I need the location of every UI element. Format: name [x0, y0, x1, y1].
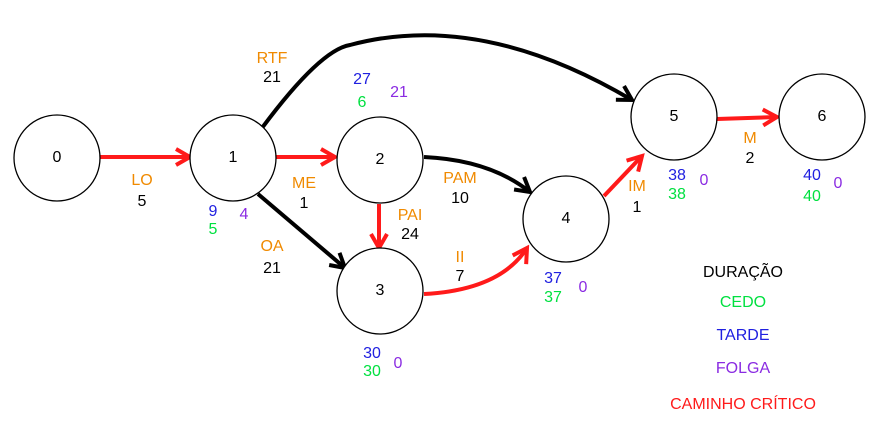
early-time: 5 [209, 221, 218, 238]
edge-ii [423, 244, 530, 296]
nodes: 0 1 2 3 4 5 6 [13, 73, 866, 335]
early-time: 6 [358, 94, 367, 111]
early-time: 38 [668, 186, 686, 203]
edge-pam [423, 155, 534, 195]
activity-duration: 7 [456, 268, 465, 285]
early-time: 40 [803, 188, 821, 205]
slack-time: 21 [390, 84, 408, 101]
late-time: 30 [363, 345, 381, 362]
legend-critical-path: CAMINHO CRÍTICO [670, 394, 816, 413]
late-time: 37 [544, 270, 562, 287]
legend-late: TARDE [716, 327, 769, 344]
slack-time: 0 [579, 279, 588, 296]
activity-duration: 2 [746, 150, 755, 167]
legend-early: CEDO [720, 294, 766, 311]
node-label: 4 [562, 210, 571, 227]
late-time: 9 [209, 203, 218, 220]
activity-duration: 24 [401, 226, 419, 243]
node-label: 3 [376, 282, 385, 299]
activity-name: M [743, 130, 756, 147]
activity-duration: 1 [300, 195, 309, 212]
node-1: 1 [189, 114, 277, 202]
legend: DURAÇÃO CEDO TARDE FOLGA CAMINHO CRÍTICO [670, 261, 816, 413]
node-label: 2 [376, 151, 385, 168]
activity-duration: 1 [633, 199, 642, 216]
late-time: 27 [353, 71, 371, 88]
early-time: 37 [544, 289, 562, 306]
legend-duration: DURAÇÃO [703, 261, 783, 281]
slack-time: 0 [834, 175, 843, 192]
slack-time: 0 [394, 355, 403, 372]
edge-rtf [260, 33, 636, 130]
late-time: 40 [803, 167, 821, 184]
activity-duration: 21 [263, 260, 281, 277]
activity-name: II [456, 249, 465, 266]
node-6: 6 [778, 73, 866, 161]
node-3: 3 [336, 247, 424, 335]
node-label: 6 [818, 108, 827, 125]
slack-time: 4 [240, 206, 249, 223]
edges [100, 33, 782, 296]
node-5: 5 [630, 73, 718, 161]
legend-slack: FOLGA [716, 360, 771, 377]
early-time: 30 [363, 363, 381, 380]
activity-duration: 21 [263, 69, 281, 86]
slack-time: 0 [700, 172, 709, 189]
activity-duration: 5 [138, 193, 147, 210]
activity-name: ME [292, 175, 316, 192]
late-time: 38 [668, 167, 686, 184]
edge-im [602, 153, 645, 198]
node-label: 5 [670, 108, 679, 125]
activity-labels: LO 5 RTF 21 ME 1 OA 21 PAI 24 PAM 10 II … [131, 50, 756, 285]
node-4: 4 [522, 175, 610, 263]
node-2: 2 [336, 116, 424, 204]
node-0: 0 [13, 114, 101, 202]
edge-m [716, 107, 782, 128]
activity-name: PAI [398, 207, 423, 224]
node-label: 0 [53, 149, 62, 166]
activity-duration: 10 [451, 190, 469, 207]
edge-oa [256, 192, 349, 271]
node-times: 9 5 4 27 6 21 30 30 0 37 37 0 38 38 0 40… [209, 71, 843, 380]
activity-name: OA [260, 238, 283, 255]
activity-name: LO [131, 172, 152, 189]
activity-name: IM [628, 178, 646, 195]
activity-name: PAM [443, 170, 476, 187]
activity-name: RTF [257, 50, 288, 67]
node-label: 1 [229, 149, 238, 166]
